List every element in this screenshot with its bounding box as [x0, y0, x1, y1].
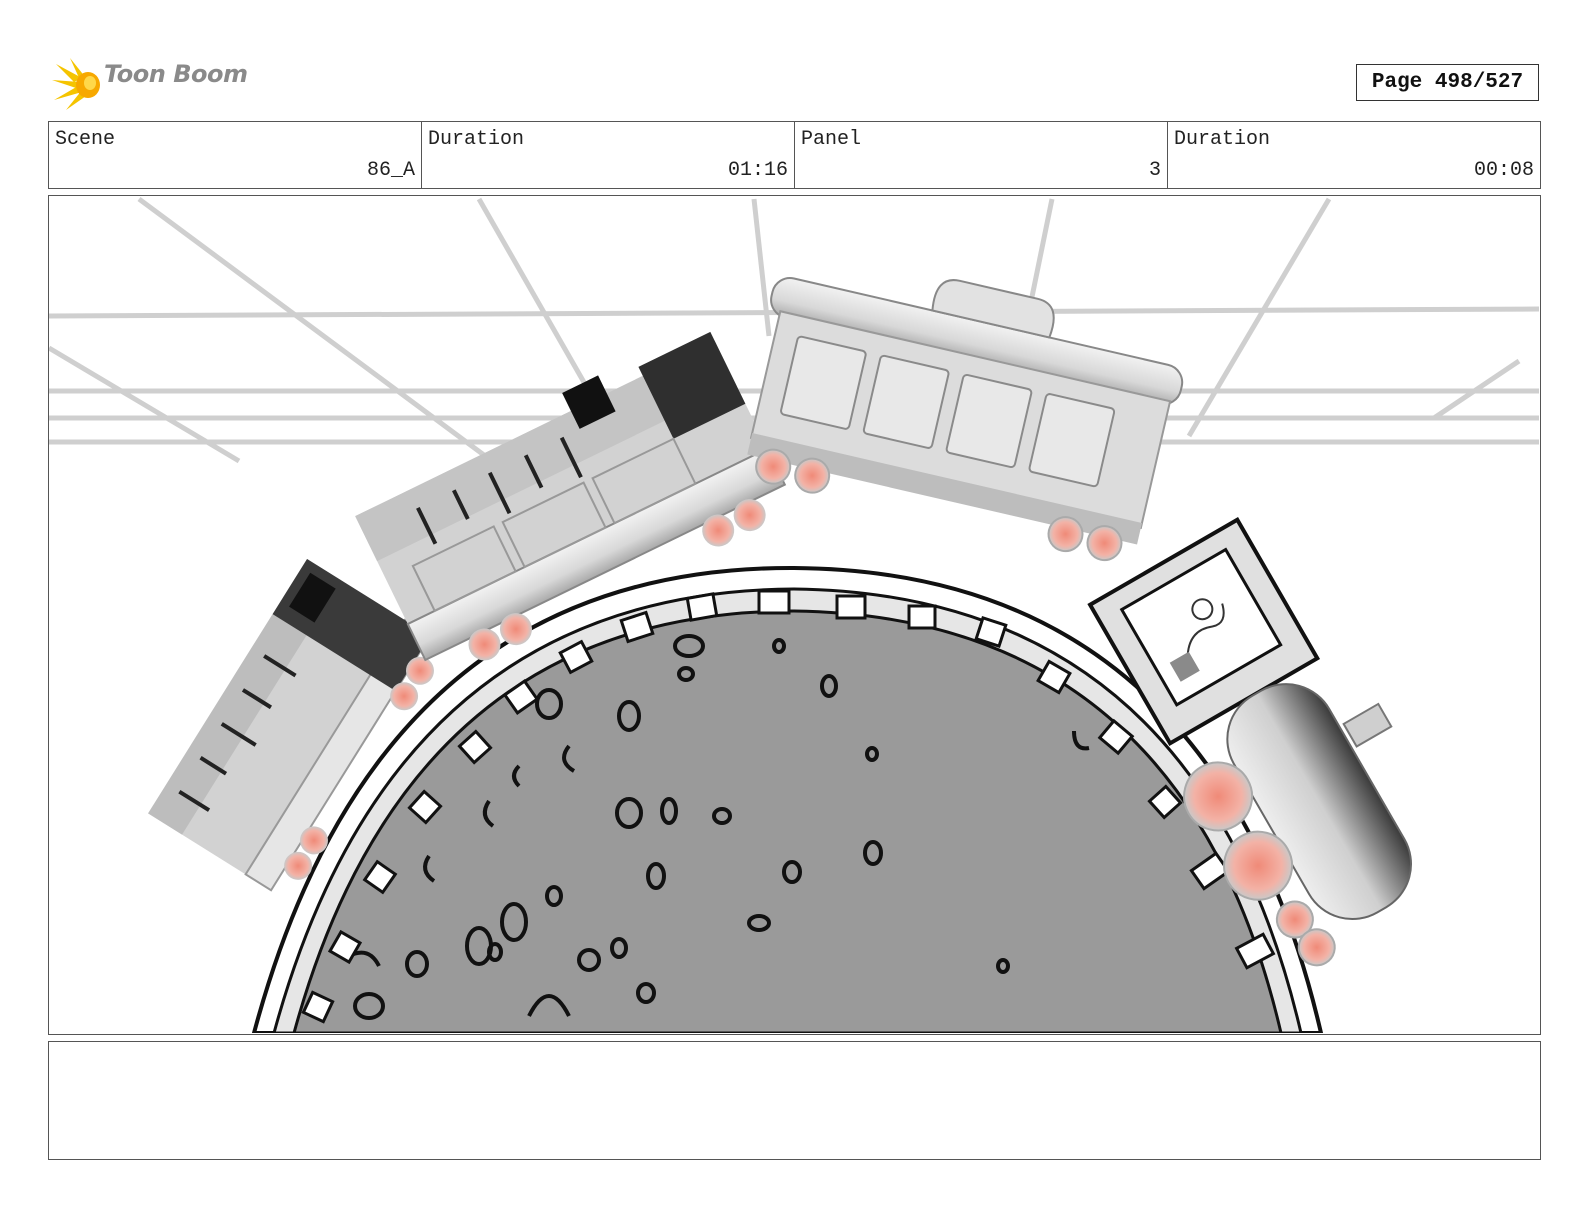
- panel-duration-cell: Duration 00:08: [1168, 122, 1540, 188]
- train-car-top: [747, 277, 1184, 562]
- panel-illustration: [49, 196, 1540, 1034]
- panel-duration-label: Duration: [1174, 128, 1271, 151]
- toon-boom-burst-icon: [52, 58, 100, 110]
- scene-cell: Scene 86_A: [49, 122, 422, 188]
- scene-info-row: Scene 86_A Duration 01:16 Panel 3 Durati…: [48, 121, 1541, 189]
- dome-planet: [251, 565, 1324, 1034]
- train-engine: [1087, 517, 1413, 967]
- train-car-left: [148, 558, 434, 892]
- toon-boom-logo: Toon Boom: [52, 56, 252, 112]
- scene-label: Scene: [55, 128, 116, 151]
- panel-value: 3: [1148, 159, 1161, 182]
- logo-text: Toon Boom: [104, 60, 248, 88]
- panel-cell: Panel 3: [795, 122, 1168, 188]
- panel-notes-area: [48, 1041, 1541, 1160]
- scene-duration-label: Duration: [428, 128, 525, 151]
- scene-duration-cell: Duration 01:16: [422, 122, 795, 188]
- page-indicator: Page 498/527: [1356, 64, 1539, 101]
- scene-value: 86_A: [366, 159, 415, 182]
- panel-label: Panel: [801, 128, 862, 151]
- panel-duration-value: 00:08: [1473, 159, 1534, 182]
- train-car-middle-left: [355, 331, 787, 662]
- scene-duration-value: 01:16: [727, 159, 788, 182]
- storyboard-panel: [48, 195, 1541, 1035]
